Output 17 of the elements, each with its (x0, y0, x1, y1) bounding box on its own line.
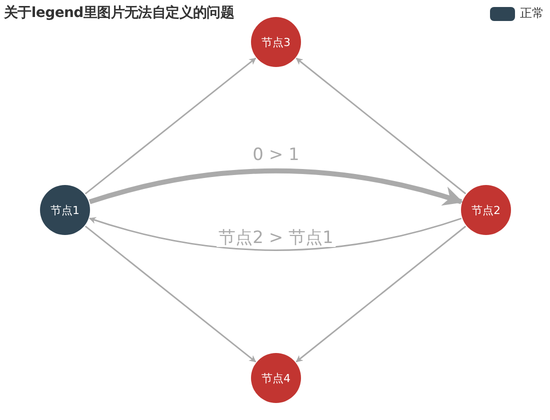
node-label: 节点2 (472, 202, 500, 218)
arrow (296, 226, 466, 362)
graph-node-circle (251, 17, 301, 67)
edge-label: 节点2 > 节点1 (216, 229, 336, 247)
legend-label: 正常 (520, 5, 544, 22)
node-label: 节点3 (262, 34, 290, 50)
arrow (296, 58, 466, 194)
arrow (84, 58, 256, 194)
node-label: 节点1 (50, 202, 80, 218)
node-label: 节点4 (262, 370, 290, 386)
arrow (84, 226, 256, 362)
graph-node-circle (40, 185, 90, 235)
arrow (88, 216, 462, 251)
arrow (88, 168, 464, 206)
chart-title: 关于legend里图片无法自定义的问题 (4, 4, 234, 22)
graph-node-circle (461, 185, 511, 235)
graph-node-circle (251, 353, 301, 403)
